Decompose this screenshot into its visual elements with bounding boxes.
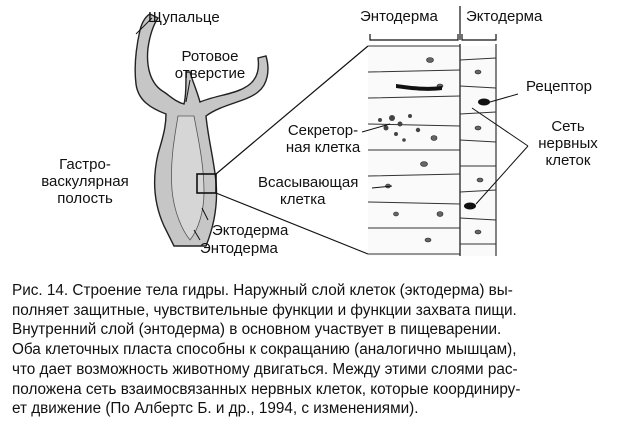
label-pointers: [135, 17, 529, 241]
detail-frame: [196, 173, 217, 194]
figure-caption: Рис. 14. Строение тела гидры. Наружный с…: [12, 281, 624, 419]
gastrovascular-cavity: [171, 115, 205, 241]
zoom-line-top: [215, 45, 369, 175]
label-ectoderm-left: Эктодерма: [212, 222, 289, 239]
label-gastrovascular-cavity: Гастро- васкулярная полость: [41, 156, 129, 207]
label-endoderm-left: Энтодерма: [200, 240, 278, 257]
label-endoderm-top: Энтодерма: [360, 8, 438, 25]
caption-line: Внутренний слой (энтодерма) в основном у…: [12, 321, 502, 339]
layer-brackets: [369, 6, 497, 41]
caption-line: что дает возможность животному двигаться…: [12, 360, 518, 378]
label-absorptive-cell: Всасывающая клетка: [258, 174, 359, 208]
caption-line: ет движение (По Албертс Б. и др., 1994, …: [12, 400, 419, 418]
zoom-line-bottom: [215, 192, 369, 255]
caption-line: Рис. 14. Строение тела гидры. Наружный с…: [12, 282, 513, 299]
label-ectoderm-top: Эктодерма: [466, 8, 543, 25]
label-secretory-cell: Секретор- ная клетка: [285, 122, 361, 156]
caption-line: Оба клеточных пласта способны к сокращан…: [12, 341, 517, 359]
hydra-drawing: [134, 6, 529, 256]
label-receptor: Рецептор: [526, 78, 592, 95]
caption-line: полняет защитные, чувствительные функции…: [12, 301, 517, 319]
hydra-body-outline: [134, 13, 269, 247]
label-tentacle: Щупальце: [148, 9, 220, 26]
label-mouth: Ротовое отверстие: [174, 48, 246, 82]
hydra-figure: Щупальце Ротовое отверстие Гастро- васку…: [41, 6, 598, 257]
label-nerve-net: Сеть нервных клеток: [538, 118, 598, 169]
tissue-section: [367, 44, 497, 256]
caption-line: положена сеть взаимосвязанных нервных кл…: [12, 380, 521, 398]
